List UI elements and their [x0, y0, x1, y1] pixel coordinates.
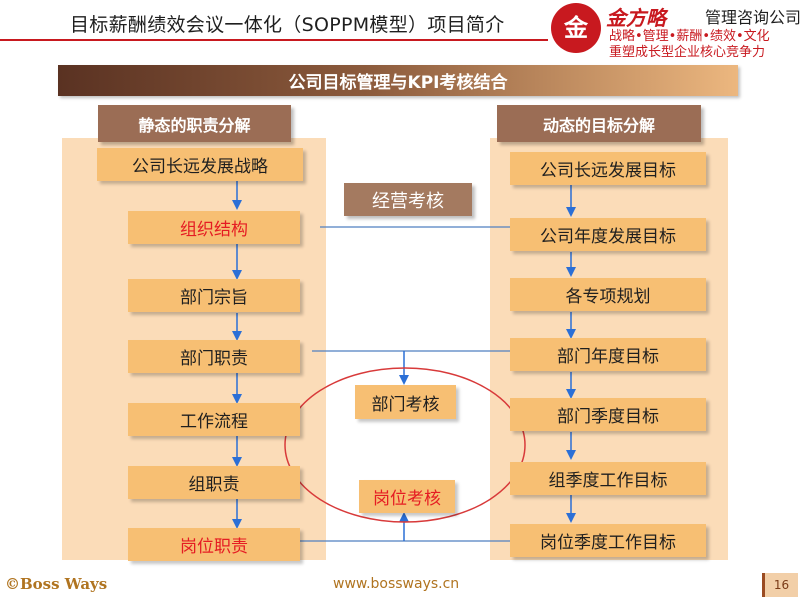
left-item-position-duty: 岗位职责 [128, 528, 300, 561]
right-item-team-quarter-goal: 组季度工作目标 [510, 462, 706, 495]
header-divider [0, 39, 548, 41]
logo-brand-name: 金方略 [606, 6, 666, 30]
cross-links [300, 226, 515, 542]
assessment-highlight-ellipse [284, 367, 526, 523]
left-item-workflow: 工作流程 [128, 403, 300, 436]
left-column-title: 静态的职责分解 [98, 105, 291, 142]
business-review-box: 经营考核 [344, 183, 472, 216]
left-item-strategy: 公司长远发展战略 [97, 148, 303, 181]
right-column-title: 动态的目标分解 [497, 105, 701, 142]
left-item-org-structure: 组织结构 [128, 211, 300, 244]
right-item-longterm-goal: 公司长远发展目标 [510, 152, 706, 185]
logo-emblem-glyph: 金 [564, 14, 588, 42]
left-item-dept-duty: 部门职责 [128, 340, 300, 373]
right-item-position-quarter-goal: 岗位季度工作目标 [510, 524, 706, 557]
section-banner: 公司目标管理与KPI考核结合 [58, 65, 738, 96]
left-item-dept-purpose: 部门宗旨 [128, 279, 300, 312]
page-title: 目标薪酬绩效会议一体化（SOPPM模型）项目简介 [70, 14, 505, 36]
footer-copyright: ©Boss Ways [5, 575, 108, 593]
right-item-special-plan: 各专项规划 [510, 278, 706, 311]
company-logo-icon: 金 [551, 3, 601, 53]
page-number: 16 [762, 573, 798, 597]
right-item-annual-goal: 公司年度发展目标 [510, 218, 706, 251]
logo-tagline-2: 重塑成长型企业核心竞争力 [609, 45, 766, 60]
right-item-dept-annual-goal: 部门年度目标 [510, 338, 706, 371]
dept-review-box: 部门考核 [355, 385, 456, 419]
logo-tagline-1: 战略•管理•薪酬•绩效•文化 [609, 29, 770, 44]
right-item-dept-quarter-goal: 部门季度目标 [510, 398, 706, 431]
left-item-team-duty: 组职责 [128, 466, 300, 499]
logo-company-label: 管理咨询公司 [705, 8, 800, 27]
footer-website-link[interactable]: www.bossways.cn [333, 576, 460, 592]
position-review-box: 岗位考核 [359, 480, 455, 513]
